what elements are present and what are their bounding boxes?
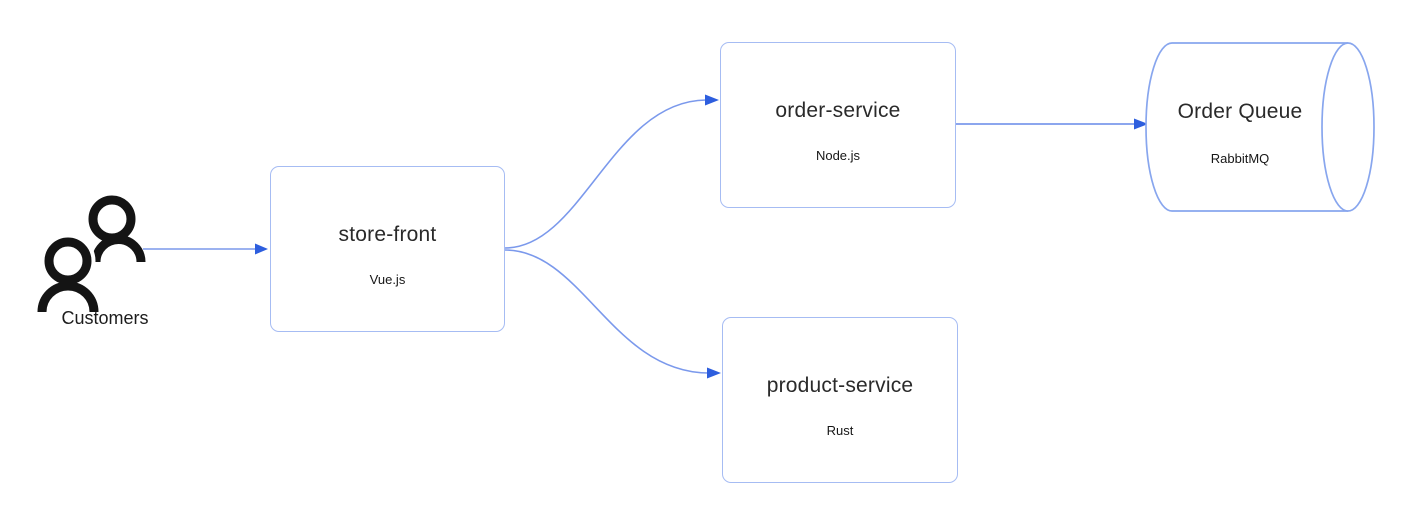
node-title: product-service bbox=[766, 373, 914, 397]
arrowhead-icon bbox=[707, 367, 721, 379]
node-subtitle: Rust bbox=[826, 423, 854, 439]
node-title: store-front bbox=[338, 222, 437, 246]
node-subtitle: Node.js bbox=[815, 148, 861, 164]
person-back-head bbox=[88, 195, 136, 243]
people-icon bbox=[33, 195, 146, 313]
node-subtitle: Vue.js bbox=[369, 272, 406, 288]
person-front-head-halo bbox=[40, 233, 96, 289]
node-title: order-service bbox=[775, 98, 901, 122]
person-front-head bbox=[44, 237, 92, 285]
arrowhead-icon bbox=[705, 94, 719, 106]
person-back-shoulders bbox=[91, 235, 146, 263]
arrowhead-icon bbox=[1134, 118, 1148, 130]
edge-store-front-to-order-service bbox=[504, 94, 719, 249]
edge-line bbox=[504, 249, 709, 374]
node-product-service: product-service Rust bbox=[722, 317, 958, 483]
edge-customers-to-store-front bbox=[143, 243, 268, 255]
node-store-front: store-front Vue.js bbox=[270, 166, 505, 332]
node-order-queue: Order Queue RabbitMQ bbox=[1150, 43, 1330, 211]
customers-label: Customers bbox=[61, 308, 149, 328]
node-order-service: order-service Node.js bbox=[720, 42, 956, 208]
edge-line bbox=[504, 99, 707, 249]
edge-order-service-to-order-queue bbox=[956, 118, 1148, 130]
edge-store-front-to-product-service bbox=[504, 249, 721, 379]
node-title: Order Queue bbox=[1177, 99, 1303, 123]
node-subtitle: RabbitMQ bbox=[1210, 151, 1270, 167]
arrowhead-icon bbox=[255, 243, 268, 255]
